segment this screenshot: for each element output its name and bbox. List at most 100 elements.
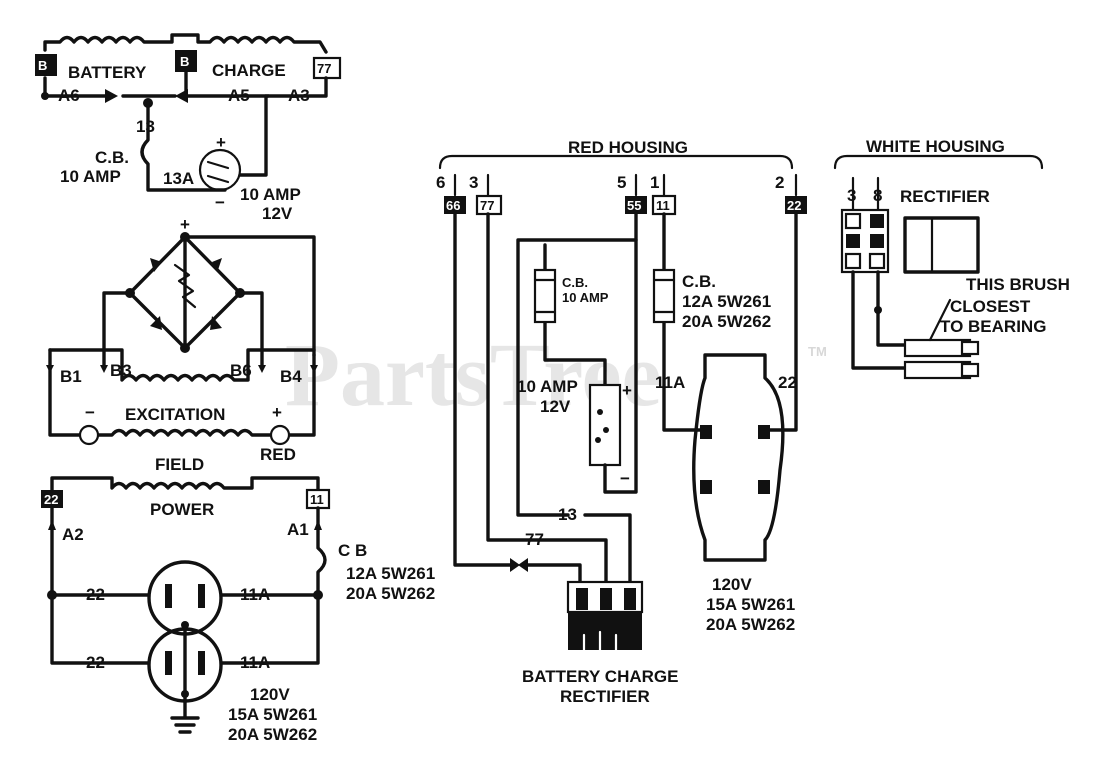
svg-text:77: 77 xyxy=(480,198,494,213)
svg-text:6: 6 xyxy=(436,173,445,192)
svg-text:2: 2 xyxy=(775,173,784,192)
svg-text:20A 5W262: 20A 5W262 xyxy=(682,312,771,331)
svg-text:A1: A1 xyxy=(287,520,309,539)
svg-text:TM: TM xyxy=(808,344,827,359)
bridge-diode-4 xyxy=(210,316,222,330)
svg-text:11A: 11A xyxy=(240,585,270,604)
svg-text:+: + xyxy=(622,381,632,400)
svg-text:55: 55 xyxy=(627,198,641,213)
svg-text:10 AMP: 10 AMP xyxy=(240,185,301,204)
battery-charge-section: B B 77 BATTERY CHARGE A6 A5 A3 13 C.B. 1… xyxy=(35,33,342,223)
svg-text:11A: 11A xyxy=(240,653,270,672)
red-cb-10amp xyxy=(533,268,557,324)
brush-upper xyxy=(903,338,972,358)
svg-text:−: − xyxy=(620,469,630,488)
diode-right xyxy=(175,89,188,103)
svg-text:20A 5W262: 20A 5W262 xyxy=(346,584,435,603)
red-term-22 xyxy=(785,196,807,214)
svg-text:A3: A3 xyxy=(288,86,310,105)
svg-text:CHARGE: CHARGE xyxy=(212,61,286,80)
svg-text:C B: C B xyxy=(338,541,367,560)
svg-text:B3: B3 xyxy=(110,361,132,380)
svg-text:C.B.: C.B. xyxy=(95,148,129,167)
red-cb-12a xyxy=(652,268,676,324)
red-housing-section: RED HOUSING 6 3 5 1 2 66 77 55 11 22 C.B… xyxy=(436,138,807,706)
svg-text:15A 5W261: 15A 5W261 xyxy=(706,595,795,614)
svg-text:3: 3 xyxy=(847,186,856,205)
svg-text:20A 5W262: 20A 5W262 xyxy=(228,725,317,744)
svg-text:BATTERY: BATTERY xyxy=(68,63,147,82)
red-term-66 xyxy=(444,196,466,214)
red-term-55 xyxy=(625,196,647,214)
diode-left xyxy=(105,89,118,103)
svg-text:B6: B6 xyxy=(230,361,252,380)
svg-text:POWER: POWER xyxy=(150,500,214,519)
svg-text:CLOSEST: CLOSEST xyxy=(950,297,1031,316)
svg-text:66: 66 xyxy=(446,198,460,213)
bridge-diode-1 xyxy=(150,258,162,272)
svg-text:120V: 120V xyxy=(250,685,290,704)
svg-text:+: + xyxy=(272,403,282,422)
excitation-section: + B1 B3 B6 B4 EXCITATION − + FIELD RED xyxy=(46,215,318,474)
svg-text:RECTIFIER: RECTIFIER xyxy=(560,687,650,706)
svg-text:22: 22 xyxy=(787,198,801,213)
svg-text:A2: A2 xyxy=(62,525,84,544)
svg-text:11: 11 xyxy=(310,492,324,507)
svg-text:120V: 120V xyxy=(712,575,752,594)
svg-text:RECTIFIER: RECTIFIER xyxy=(900,187,990,206)
svg-text:RED: RED xyxy=(260,445,296,464)
svg-text:3: 3 xyxy=(469,173,478,192)
svg-text:77: 77 xyxy=(525,530,544,549)
svg-text:A6: A6 xyxy=(58,86,80,105)
toggle-switch-icon xyxy=(198,148,242,192)
field-brush-right xyxy=(269,424,291,446)
svg-text:10 AMP: 10 AMP xyxy=(517,377,578,396)
svg-text:15A 5W261: 15A 5W261 xyxy=(228,705,317,724)
red-outlet xyxy=(692,353,785,562)
svg-text:13: 13 xyxy=(136,117,155,136)
svg-text:EXCITATION: EXCITATION xyxy=(125,405,225,424)
svg-text:WHITE HOUSING: WHITE HOUSING xyxy=(866,137,1005,156)
brush-lower xyxy=(903,360,972,380)
svg-text:5: 5 xyxy=(617,173,626,192)
svg-text:TO BEARING: TO BEARING xyxy=(940,317,1046,336)
white-rectifier-body xyxy=(903,216,980,274)
bridge-diode-2 xyxy=(212,258,222,270)
battery-charge-rectifier xyxy=(568,612,642,650)
battery-left-terminal xyxy=(35,54,57,76)
svg-text:B: B xyxy=(180,54,189,69)
svg-text:12A 5W261: 12A 5W261 xyxy=(682,292,771,311)
svg-text:B4: B4 xyxy=(280,367,302,386)
svg-text:12V: 12V xyxy=(262,204,293,223)
svg-text:13A: 13A xyxy=(163,169,194,188)
svg-text:C.B.: C.B. xyxy=(682,272,716,291)
svg-text:RED HOUSING: RED HOUSING xyxy=(568,138,688,157)
svg-text:22: 22 xyxy=(86,653,105,672)
power-term-22 xyxy=(41,490,63,508)
svg-text:22: 22 xyxy=(86,585,105,604)
svg-text:+: + xyxy=(180,215,190,234)
svg-text:C.B.: C.B. xyxy=(562,275,588,290)
svg-text:−: − xyxy=(215,193,225,212)
svg-text:−: − xyxy=(85,403,95,422)
svg-text:20A 5W262: 20A 5W262 xyxy=(706,615,795,634)
field-brush-left xyxy=(78,424,100,446)
svg-text:12A 5W261: 12A 5W261 xyxy=(346,564,435,583)
svg-text:12V: 12V xyxy=(540,397,571,416)
svg-text:13: 13 xyxy=(558,505,577,524)
svg-text:A5: A5 xyxy=(228,86,250,105)
power-section: 22 11 POWER A2 A1 C B 12A 5W261 20A 5W26… xyxy=(41,476,435,744)
svg-text:1: 1 xyxy=(650,173,659,192)
svg-text:77: 77 xyxy=(317,61,331,76)
svg-text:22: 22 xyxy=(44,492,58,507)
svg-text:+: + xyxy=(216,133,226,152)
svg-text:10 AMP: 10 AMP xyxy=(60,167,121,186)
svg-text:B: B xyxy=(38,58,47,73)
red-switch-12v xyxy=(588,383,622,467)
svg-text:FIELD: FIELD xyxy=(155,455,204,474)
white-housing-section: WHITE HOUSING 3 8 RECTIFIER THIS BRUSH C… xyxy=(833,137,1070,380)
svg-text:THIS BRUSH: THIS BRUSH xyxy=(966,275,1070,294)
svg-text:11: 11 xyxy=(656,198,670,213)
battery-mid-terminal xyxy=(175,50,197,72)
